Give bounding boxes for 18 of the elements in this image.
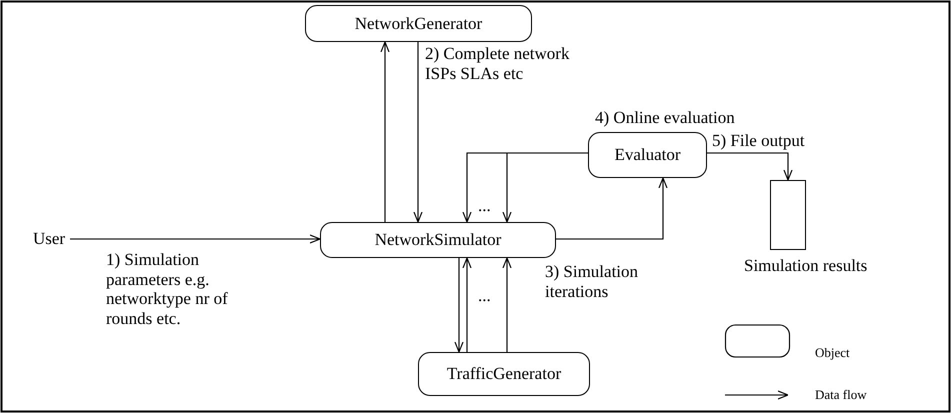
arrow xyxy=(502,257,512,352)
arrow xyxy=(380,41,390,222)
arrow xyxy=(462,257,472,352)
object-box: NetworkGenerator xyxy=(305,5,532,42)
object-box: NetworkSimulator xyxy=(320,222,556,258)
legend-text: Object xyxy=(815,345,850,361)
legend-text: Data flow xyxy=(815,387,867,403)
arrow xyxy=(413,42,423,223)
object-box: TrafficGenerator xyxy=(418,352,590,396)
arrow xyxy=(502,152,588,223)
arrow xyxy=(707,152,793,181)
arrow xyxy=(70,234,321,244)
node-caption: 4) Online evaluation xyxy=(595,108,735,128)
arrow xyxy=(454,258,464,353)
actor-label: User xyxy=(28,229,70,249)
arrow xyxy=(556,177,668,240)
file-box xyxy=(770,180,806,250)
object-box: Evaluator xyxy=(588,132,707,178)
